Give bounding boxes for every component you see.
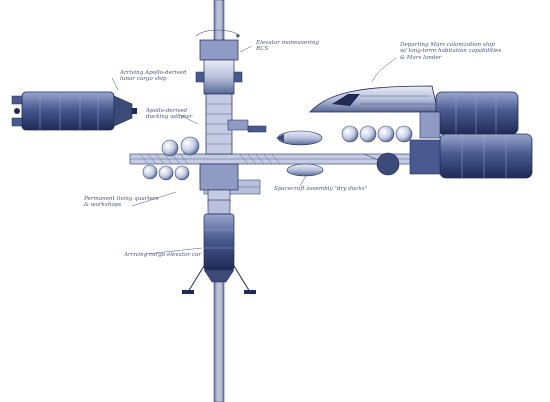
label-departing-mars-ship: Departing Mars colonization ship w/ long… <box>400 42 502 61</box>
label-arriving-lunar-cargo-ship: Arriving Apollo-derived lunar cargo ship <box>120 70 187 83</box>
label-permanent-living-quarters: Permanent living quarters & workshops <box>84 196 159 209</box>
label-apollo-derived-docking-adapter: Apollo-derived docking adapter <box>146 108 193 121</box>
label-spacecraft-assembly-dry-docks: Spacecraft assembly "dry docks" <box>274 186 368 192</box>
label-arriving-cargo-elevator-car: Arriving cargo elevator car <box>124 252 202 258</box>
central-hub <box>195 29 267 203</box>
leader-lines <box>111 45 397 255</box>
cargo-elevator-car <box>182 199 256 294</box>
lunar-cargo-ship <box>11 91 137 131</box>
dry-dock-assembly <box>276 125 413 177</box>
label-elevator-maneuvering-rcs: Elevator maneuvering RCS <box>256 40 320 53</box>
mars-colonization-ship <box>309 85 533 179</box>
